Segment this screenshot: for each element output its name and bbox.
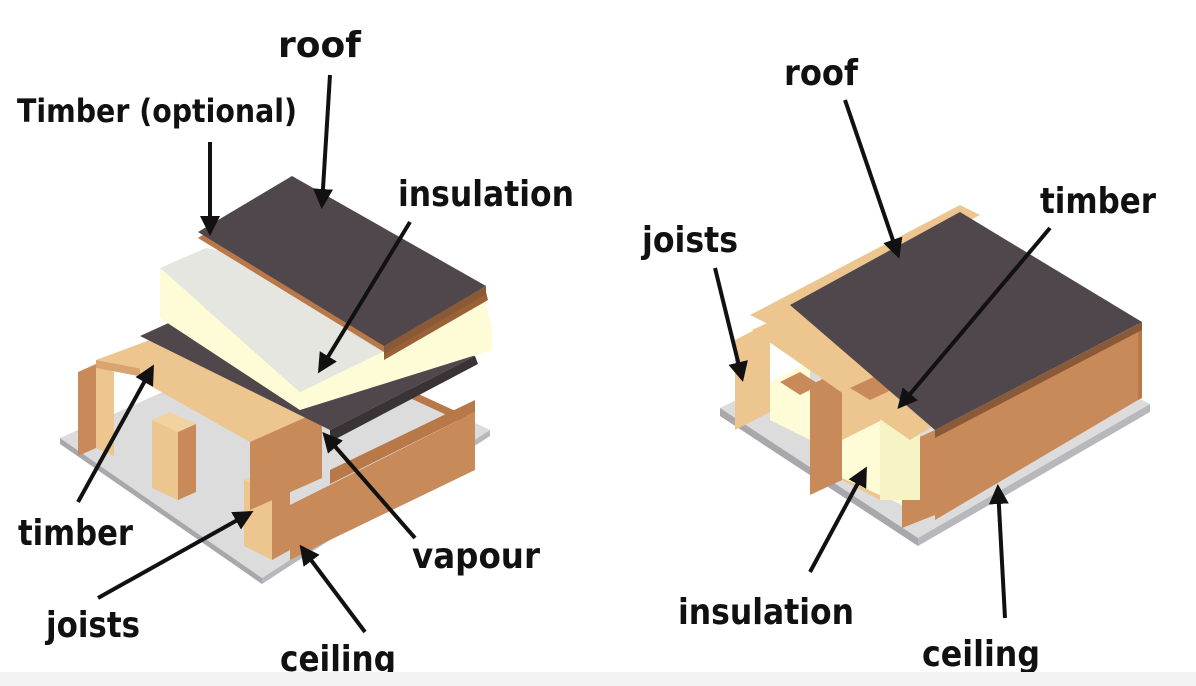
label-joists: joists	[640, 220, 738, 261]
right-arrows	[713, 99, 1052, 619]
label-ceiling: ceiling	[922, 634, 1040, 675]
arrow-vapour	[322, 431, 417, 540]
label-timber: timber	[1040, 181, 1156, 222]
arrow-joists	[713, 267, 748, 382]
roof-membrane	[198, 176, 486, 354]
arrow-insulation	[317, 220, 412, 374]
arrow-joists	[97, 511, 254, 600]
arrow-insulation	[808, 466, 867, 573]
arrow-timber	[76, 364, 154, 503]
arrow-roof	[843, 99, 903, 259]
label-roof: roof	[784, 53, 858, 94]
label-timber: timber	[18, 513, 133, 554]
roof-membrane	[790, 212, 1142, 438]
right-labels: roof timber joists insulation ceiling	[640, 53, 1156, 675]
cold-roof-diagram: roof timber joists insulation ceiling	[640, 53, 1156, 675]
arrow-timber	[897, 226, 1052, 410]
label-vapour: vapour	[412, 536, 540, 577]
warm-roof-diagram: roof Timber (optional) insulation timber…	[17, 25, 574, 680]
label-roof: roof	[278, 25, 361, 66]
left-arrows	[76, 74, 417, 634]
label-timber-optional: Timber (optional)	[17, 92, 297, 130]
arrow-roof	[313, 74, 333, 209]
arrow-ceiling	[988, 484, 1009, 619]
bottom-band	[0, 672, 1196, 686]
arrow-ceiling	[299, 544, 367, 634]
label-joists: joists	[44, 605, 140, 646]
label-insulation: insulation	[398, 174, 574, 215]
label-insulation: insulation	[678, 592, 854, 633]
